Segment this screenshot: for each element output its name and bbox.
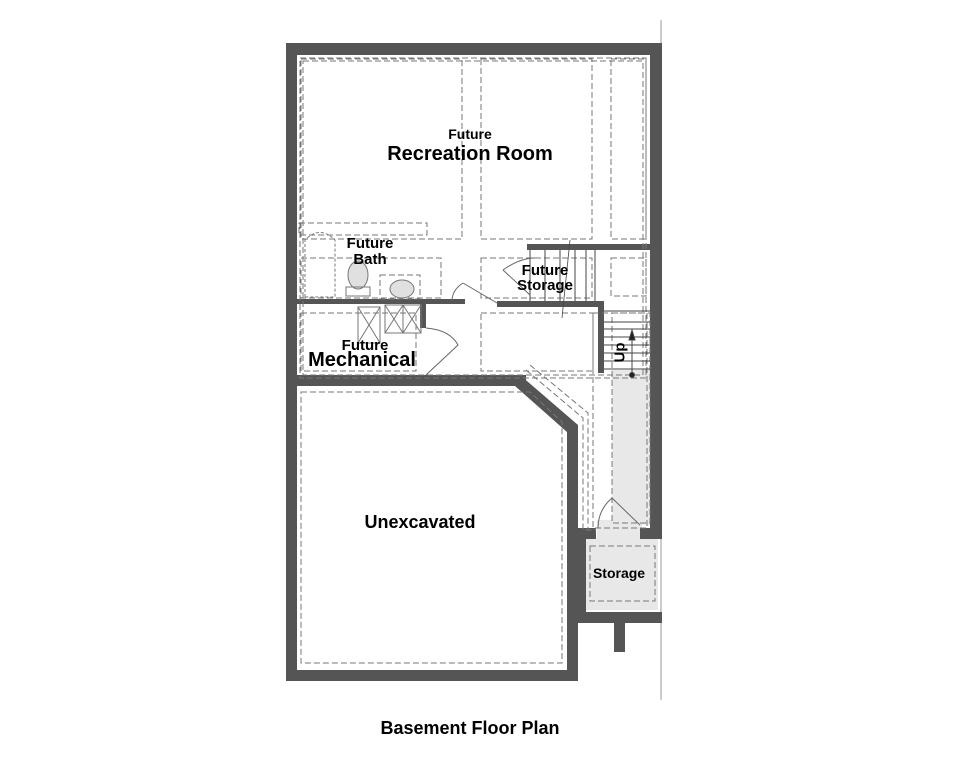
mechanical-prefix: Future [341, 337, 389, 354]
stairs [529, 239, 650, 378]
recreation-room-label: Recreation Room [387, 143, 553, 165]
walls [286, 43, 662, 681]
mechanical-label: Mechanical [308, 349, 416, 371]
bath-label: Bath [353, 251, 387, 268]
future-storage-label: Storage [517, 277, 573, 294]
stairs-up-label: Up [611, 342, 629, 363]
bath-prefix: Future [346, 235, 394, 252]
dashed-framing [298, 57, 656, 664]
storage-label: Storage [592, 565, 646, 581]
storage-door-shade [597, 520, 642, 540]
storage-shade [586, 538, 658, 610]
doors [425, 257, 641, 529]
future-storage-prefix: Future [521, 262, 569, 279]
unexcavated-label: Unexcavated [364, 512, 476, 532]
recreation-room-prefix: Future [448, 126, 492, 142]
stair-landing-shade [612, 370, 652, 525]
bath-fixtures [304, 232, 422, 344]
plan-title: Basement Floor Plan [380, 718, 560, 738]
